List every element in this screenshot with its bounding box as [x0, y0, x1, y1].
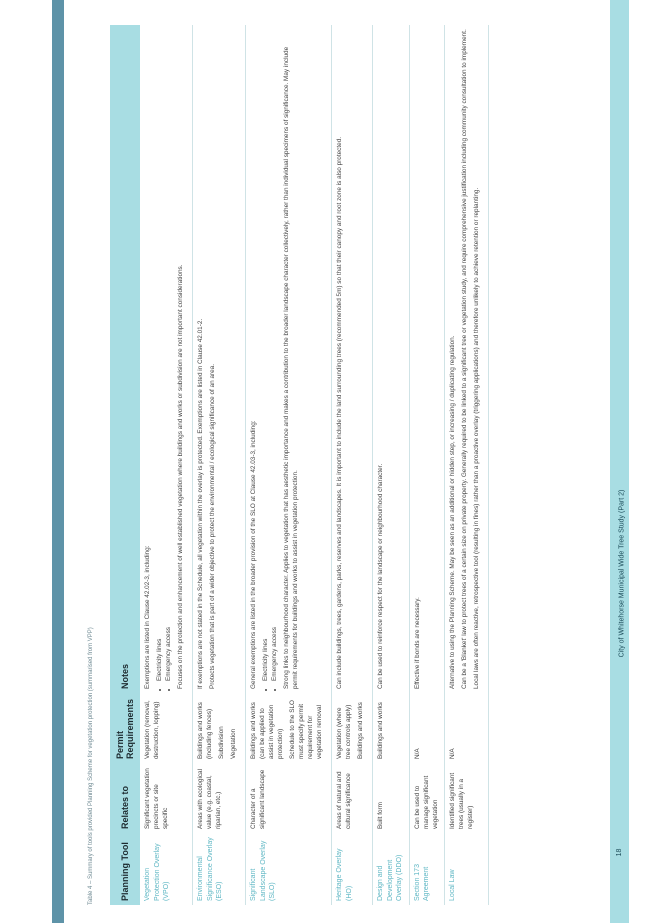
note-paragraph: General exemptions are listed in the bro…: [250, 420, 257, 689]
cell-relates-to: Areas of natural and cultural significan…: [331, 763, 373, 833]
permit-line: Subdivision: [218, 726, 225, 759]
note-bullet: Electricity lines: [261, 29, 270, 681]
permit-line: Schedule to the SLO must specify permit …: [289, 700, 323, 759]
permit-line: Buildings and works (including fences): [197, 702, 213, 759]
permit-line: Buildings and works: [377, 702, 384, 759]
table-row: Environmental Significance Overlay (ESO)…: [192, 25, 246, 905]
cell-notes: Effective if bonds are necessary.: [409, 25, 444, 693]
header-relates-to: Relates to: [110, 763, 140, 833]
footer-title-text: City of Whitehorse Municipal Wide Tree S…: [618, 489, 626, 658]
cell-notes: If exemptions are not stated in the Sche…: [192, 25, 246, 693]
cell-permit-requirements: Buildings and works (including fences) Su…: [192, 693, 246, 763]
cell-planning-tool: Section 173 Agreement: [409, 833, 444, 905]
table-row: Heritage Overlay (HO)Areas of natural an…: [331, 25, 373, 905]
footer-title: City of Whitehorse Municipal Wide Tree S…: [612, 420, 628, 740]
header-planning-tool: Planning Tool: [110, 833, 140, 905]
cell-notes: Exemptions are listed in Clause 42.02-3,…: [140, 25, 193, 693]
cell-planning-tool: Environmental Significance Overlay (ESO): [192, 833, 246, 905]
cell-permit-requirements: N/A: [444, 693, 488, 763]
permit-line: N/A: [448, 748, 456, 759]
header-permit-requirements: Permit Requirements: [110, 693, 140, 763]
cell-relates-to: Significant vegetation precincts or site…: [140, 763, 193, 833]
note-paragraph: Can include buildings, trees, gardens, p…: [336, 136, 343, 689]
note-paragraph: Alternative to using the Planning Scheme…: [448, 335, 456, 689]
permit-line: Vegetation: [230, 728, 237, 759]
cell-relates-to: Areas with ecological value (e.g. coasta…: [192, 763, 246, 833]
cell-notes: General exemptions are listed in the bro…: [245, 25, 332, 693]
table-row: Significant Landscape Overlay (SLO)Chara…: [245, 25, 332, 905]
table-row: Vegetation Protection Overlay (VPO)Signi…: [140, 25, 193, 905]
cell-permit-requirements: Vegetation (where tree controls apply) Bu…: [331, 693, 373, 763]
permit-line: N/A: [413, 748, 421, 759]
page-number-box: 18: [610, 835, 629, 875]
left-edge-bar: [52, 0, 64, 923]
note-paragraph: Exemptions are listed in Clause 42.02-3,…: [144, 545, 151, 689]
table-body: Vegetation Protection Overlay (VPO)Signi…: [140, 25, 488, 905]
note-paragraph: Effective if bonds are necessary.: [413, 597, 421, 689]
permit-line: Vegetation (where tree controls apply): [336, 704, 352, 759]
note-bullets: Electricity linesEmergency access: [155, 29, 173, 689]
header-notes: Notes: [110, 25, 140, 693]
cell-relates-to: Character of a significant landscape: [245, 763, 332, 833]
cell-permit-requirements: Buildings and works (can be applied to a…: [245, 693, 332, 763]
cell-planning-tool: Local Law: [444, 833, 488, 905]
table-caption: Table 4 – Summary of tools provided Plan…: [88, 627, 94, 905]
note-bullet: Emergency access: [270, 29, 279, 681]
cell-planning-tool: Vegetation Protection Overlay (VPO): [140, 833, 193, 905]
permit-line: Buildings and works (can be applied to a…: [250, 702, 284, 759]
cell-relates-to: Can be used to manage significant vegeta…: [409, 763, 444, 833]
table-row: Design and Development Overlay (DDO)Buil…: [372, 25, 409, 905]
permit-line: Vegetation (removal, destruction, loppin…: [144, 700, 160, 759]
cell-permit-requirements: Buildings and works: [372, 693, 409, 763]
note-paragraph: Local laws are often reactive, retrospec…: [472, 187, 480, 689]
note-paragraph: Can be a 'Blanket' law to protect trees …: [460, 29, 468, 689]
note-paragraph: Focuses on the protection and enhancemen…: [177, 264, 184, 689]
note-bullet: Emergency access: [164, 29, 173, 681]
footer-strip: [610, 0, 629, 923]
cell-permit-requirements: Vegetation (removal, destruction, loppin…: [140, 693, 193, 763]
note-paragraph: Protects vegetation that is part of a wi…: [209, 363, 216, 689]
note-bullet: Electricity lines: [155, 29, 164, 681]
page-number: 18: [616, 848, 623, 857]
cell-relates-to: Built form: [372, 763, 409, 833]
note-paragraph: Strong links to neighbourhood character.…: [283, 46, 299, 689]
note-paragraph: If exemptions are not stated in the Sche…: [197, 318, 204, 689]
planning-tools-table: Planning Tool Relates to Permit Requirem…: [110, 25, 489, 905]
cell-permit-requirements: N/A: [409, 693, 444, 763]
cell-relates-to: Identified significant trees (usually in…: [444, 763, 488, 833]
cell-notes: Can include buildings, trees, gardens, p…: [331, 25, 373, 693]
permit-line: Buildings and works: [357, 702, 364, 759]
table-header-row: Planning Tool Relates to Permit Requirem…: [110, 25, 140, 905]
cell-planning-tool: Design and Development Overlay (DDO): [372, 833, 409, 905]
cell-notes: Alternative to using the Planning Scheme…: [444, 25, 488, 693]
note-paragraph: Can be used to reinforce respect for the…: [377, 463, 384, 689]
cell-notes: Can be used to reinforce respect for the…: [372, 25, 409, 693]
rotated-table-block: Table 4 – Summary of tools provided Plan…: [88, 5, 608, 905]
note-bullets: Electricity linesEmergency access: [261, 29, 279, 689]
cell-planning-tool: Heritage Overlay (HO): [331, 833, 373, 905]
cell-planning-tool: Significant Landscape Overlay (SLO): [245, 833, 332, 905]
